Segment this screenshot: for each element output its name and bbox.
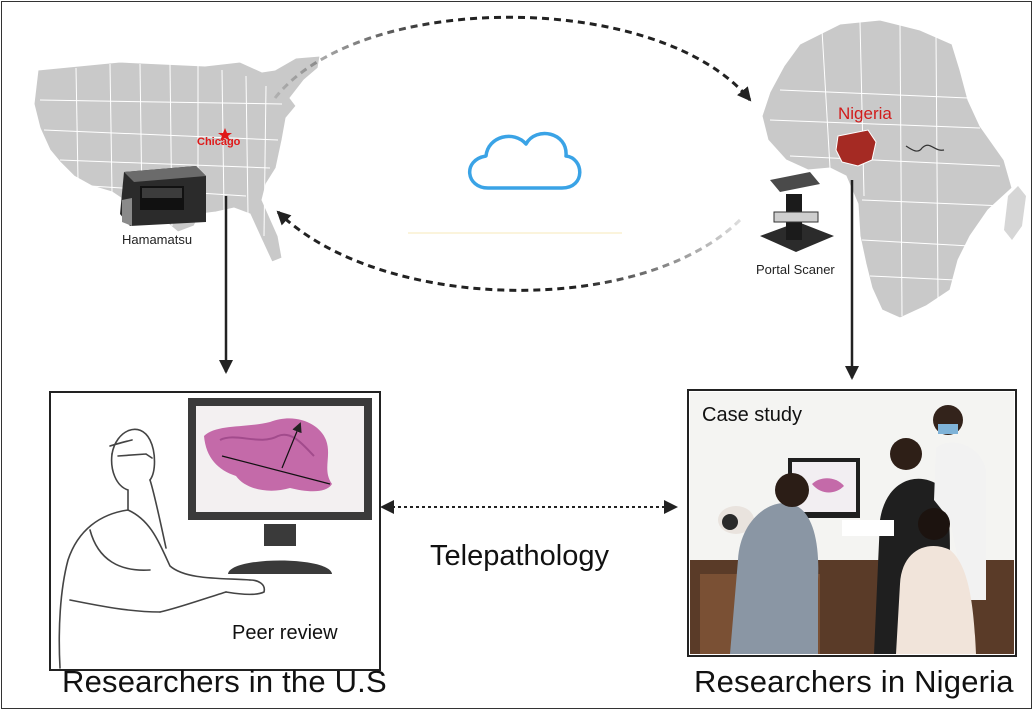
nigeria-highlight	[835, 129, 877, 167]
tissue-image	[204, 418, 332, 492]
researcher-sketch	[58, 428, 266, 669]
hamamatsu-scanner-icon	[120, 166, 206, 226]
chicago-label: Chicago	[197, 136, 241, 148]
telepathology-label: Telepathology	[430, 540, 609, 572]
return-arrow	[276, 210, 742, 292]
chicago-marker	[218, 128, 232, 141]
nigeria-label: Nigeria	[838, 104, 892, 123]
peer-review-label: Peer review	[232, 622, 338, 644]
case-study-label: Case study	[702, 404, 803, 426]
case-study-photo	[690, 392, 1014, 654]
hamamatsu-label: Hamamatsu	[122, 232, 193, 247]
africa-map	[761, 19, 1026, 319]
us-researchers-caption: Researchers in the U.S	[62, 664, 387, 699]
africa-country-lines	[769, 21, 1005, 317]
portal-scanner-icon	[760, 172, 834, 252]
cloud-icon	[467, 131, 582, 190]
portal-scanner-label: Portal Scaner	[756, 262, 835, 277]
upload-arrow	[273, 15, 752, 102]
africa-river	[905, 144, 945, 152]
nigeria-researchers-caption: Researchers in Nigeria	[694, 664, 1014, 699]
